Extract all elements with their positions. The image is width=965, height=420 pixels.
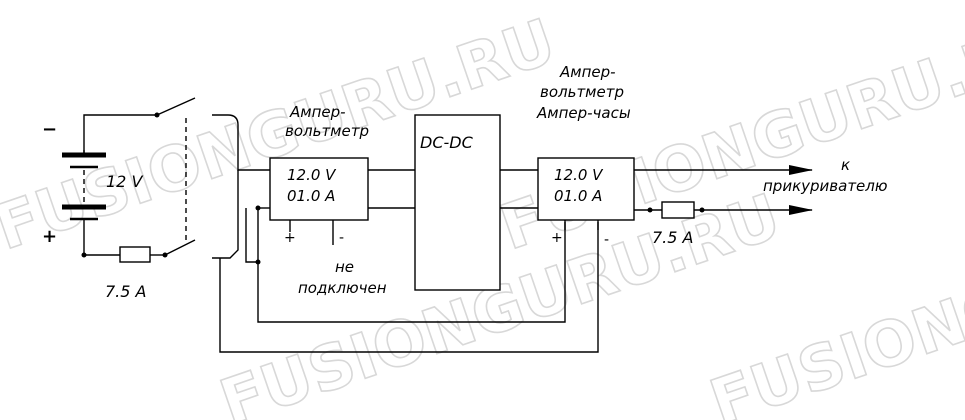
dc-dc-converter: DC-DC xyxy=(414,114,538,291)
switch-blade-top xyxy=(156,97,196,116)
bus-wiring xyxy=(212,114,599,353)
bus-negative-wire xyxy=(212,114,270,171)
meter-in-voltage-reading: 12.0 V xyxy=(287,166,337,184)
meter-in-plus-jumper xyxy=(245,208,258,263)
battery-section: − + 12 V 7.5 A xyxy=(42,97,196,301)
battery-minus-wire xyxy=(83,114,157,154)
output-destination-line2: прикуривателю xyxy=(763,177,888,195)
converter-label: DC-DC xyxy=(420,133,474,152)
output-section: к прикуривателю 7.5 A xyxy=(634,156,888,247)
meter-in-note-line1: не xyxy=(335,258,354,276)
output-fuse-rating-label: 7.5 A xyxy=(652,228,693,247)
meter-out: Ампер- вольтметр Ампер-часы 12.0 V 01.0 … xyxy=(536,63,635,248)
converter-body xyxy=(414,114,501,291)
output-destination-line1: к xyxy=(841,156,850,174)
meter-in-plus-terminal: + xyxy=(284,230,296,246)
meter-out-label-line3: Ампер-часы xyxy=(536,104,631,122)
meter-in-minus-terminal: - xyxy=(339,230,344,246)
meter-out-minus-terminal: - xyxy=(604,232,609,248)
switch-blade-bottom xyxy=(164,239,196,256)
meter-out-voltage-reading: 12.0 V xyxy=(554,166,604,184)
plus-return-wire xyxy=(257,208,566,323)
meter-in: Ампер- вольтметр 12.0 V 01.0 A + - не по… xyxy=(258,103,415,297)
battery-plus-sign: + xyxy=(42,226,57,247)
battery-voltage-label: 12 V xyxy=(106,172,143,191)
ground-return-wire xyxy=(219,222,599,353)
meter-out-current-reading: 01.0 A xyxy=(554,187,602,205)
meter-out-body xyxy=(537,157,635,221)
meter-in-label-line2: вольтметр xyxy=(285,122,369,140)
meter-out-label-line1: Ампер- xyxy=(559,63,616,81)
input-fuse-rating-label: 7.5 A xyxy=(105,282,146,301)
meter-in-current-reading: 01.0 A xyxy=(287,187,335,205)
meter-in-label-line1: Ампер- xyxy=(289,103,346,121)
meter-in-body xyxy=(269,157,369,221)
meter-out-label-line2: вольтметр xyxy=(540,83,624,101)
meter-out-plus-terminal: + xyxy=(551,230,563,246)
meter-in-note-line2: подключен xyxy=(298,279,387,297)
bus-positive-wire xyxy=(212,240,239,259)
input-fuse xyxy=(119,246,151,263)
output-fuse xyxy=(661,201,695,219)
battery-minus-sign: − xyxy=(42,119,57,140)
